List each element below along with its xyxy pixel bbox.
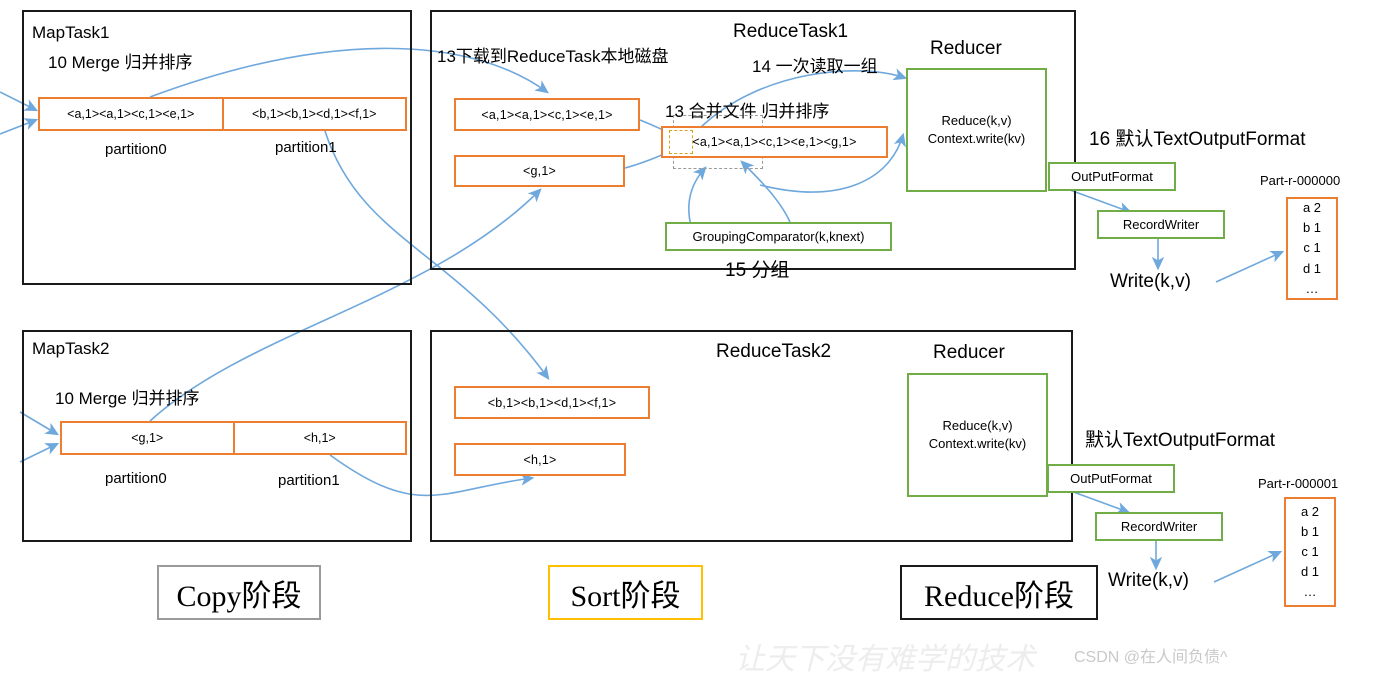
output1-row: d 1	[1302, 260, 1322, 276]
maptask1-title: MapTask1	[32, 23, 110, 42]
reducer1-body-line2: Context.write(kv)	[927, 131, 1026, 146]
watermark-credit: CSDN @在人间负债^	[1074, 649, 1228, 666]
output2-recordwriter-box: RecordWriter	[1095, 512, 1223, 541]
watermark-calligraphy: 让天下没有难学的技术	[735, 643, 1035, 676]
reducer2-box: Reduce(k,v) Context.write(kv)	[907, 373, 1048, 497]
maptask2-container	[22, 330, 412, 542]
reducetask1-title: ReduceTask1	[733, 21, 849, 42]
reducetask2-file2: <h,1>	[454, 443, 626, 476]
grouping-comparator-box: GroupingComparator(k,knext)	[665, 222, 892, 251]
maptask1-container	[22, 10, 412, 285]
maptask1-merge-label: 10 Merge 归并排序	[48, 53, 193, 72]
reducetask1-group-label: 15 分组	[725, 260, 790, 281]
output2-format-note: 默认TextOutputFormat	[1085, 430, 1276, 451]
output2-file-box: a 2 b 1 c 1 d 1 …	[1284, 497, 1336, 607]
output1-outputformat-box: OutPutFormat	[1048, 162, 1176, 191]
reducer1-body-line1: Reduce(k,v)	[941, 113, 1012, 129]
maptask1-partition0-data: <a,1><a,1><c,1><e,1>	[67, 107, 195, 121]
output1-row: b 1	[1302, 220, 1322, 236]
maptask2-partition1-data: <h,1>	[232, 423, 406, 453]
reducer1-title: Reducer	[930, 38, 1002, 59]
reducetask1-file1: <a,1><a,1><c,1><e,1>	[454, 98, 640, 131]
output2-write-label: Write(k,v)	[1108, 570, 1189, 591]
reducetask1-read-group-label: 14 一次读取一组	[752, 57, 878, 76]
output1-format-note: 16 默认TextOutputFormat	[1089, 129, 1306, 150]
reducetask1-merged-file: <a,1><a,1><c,1><e,1><g,1>	[661, 126, 888, 158]
output1-row: c 1	[1303, 240, 1321, 256]
output2-row: d 1	[1300, 564, 1320, 580]
reducer2-body-line1: Reduce(k,v)	[942, 418, 1013, 434]
output2-file-name: Part-r-000001	[1258, 476, 1339, 491]
output1-write-label: Write(k,v)	[1110, 271, 1191, 292]
reducetask2-file1: <b,1><b,1><d,1><f,1>	[454, 386, 650, 419]
reducer1-box: Reduce(k,v) Context.write(kv)	[906, 68, 1047, 192]
output1-recordwriter-box: RecordWriter	[1097, 210, 1225, 239]
maptask2-merge-label: 10 Merge 归并排序	[55, 389, 200, 408]
output2-row: b 1	[1300, 523, 1320, 539]
output1-row: a 2	[1302, 200, 1322, 216]
maptask2-partition1-label: partition1	[278, 472, 340, 489]
reducetask1-container	[430, 10, 1076, 270]
reducetask2-container	[430, 330, 1073, 542]
maptask1-partition1-label: partition1	[275, 139, 337, 156]
maptask2-title: MapTask2	[32, 339, 110, 358]
maptask2-partition0-label: partition0	[105, 470, 167, 487]
reducetask2-title: ReduceTask2	[716, 341, 832, 362]
output1-file-name: Part-r-000000	[1260, 173, 1341, 188]
phase-sort-box: Sort阶段	[548, 565, 703, 620]
reducetask1-file2: <g,1>	[454, 155, 625, 187]
reducer2-title: Reducer	[933, 342, 1005, 363]
maptask2-partition0-data: <g,1>	[131, 431, 164, 445]
reducetask1-download-label: 13下载到ReduceTask本地磁盘	[437, 47, 669, 66]
output2-row: c 1	[1301, 543, 1319, 559]
output2-row: a 2	[1300, 503, 1320, 519]
phase-copy-box: Copy阶段	[157, 565, 321, 620]
maptask1-partition1-data: <b,1><b,1><d,1><f,1>	[221, 99, 406, 129]
maptask2-partitions: <g,1> <h,1>	[60, 421, 407, 455]
maptask1-partitions: <a,1><a,1><c,1><e,1> <b,1><b,1><d,1><f,1…	[38, 97, 407, 131]
output2-row: …	[1303, 584, 1317, 600]
output2-outputformat-box: OutPutFormat	[1047, 464, 1175, 493]
merged-key-highlight	[669, 130, 693, 154]
maptask1-partition0-label: partition0	[105, 141, 167, 158]
reducer2-body-line2: Context.write(kv)	[928, 436, 1027, 451]
phase-reduce-box: Reduce阶段	[900, 565, 1098, 620]
reducetask1-merge-file-label: 13 合并文件 归并排序	[665, 102, 830, 121]
output1-file-box: a 2 b 1 c 1 d 1 …	[1286, 197, 1338, 300]
output1-row: …	[1305, 280, 1319, 296]
